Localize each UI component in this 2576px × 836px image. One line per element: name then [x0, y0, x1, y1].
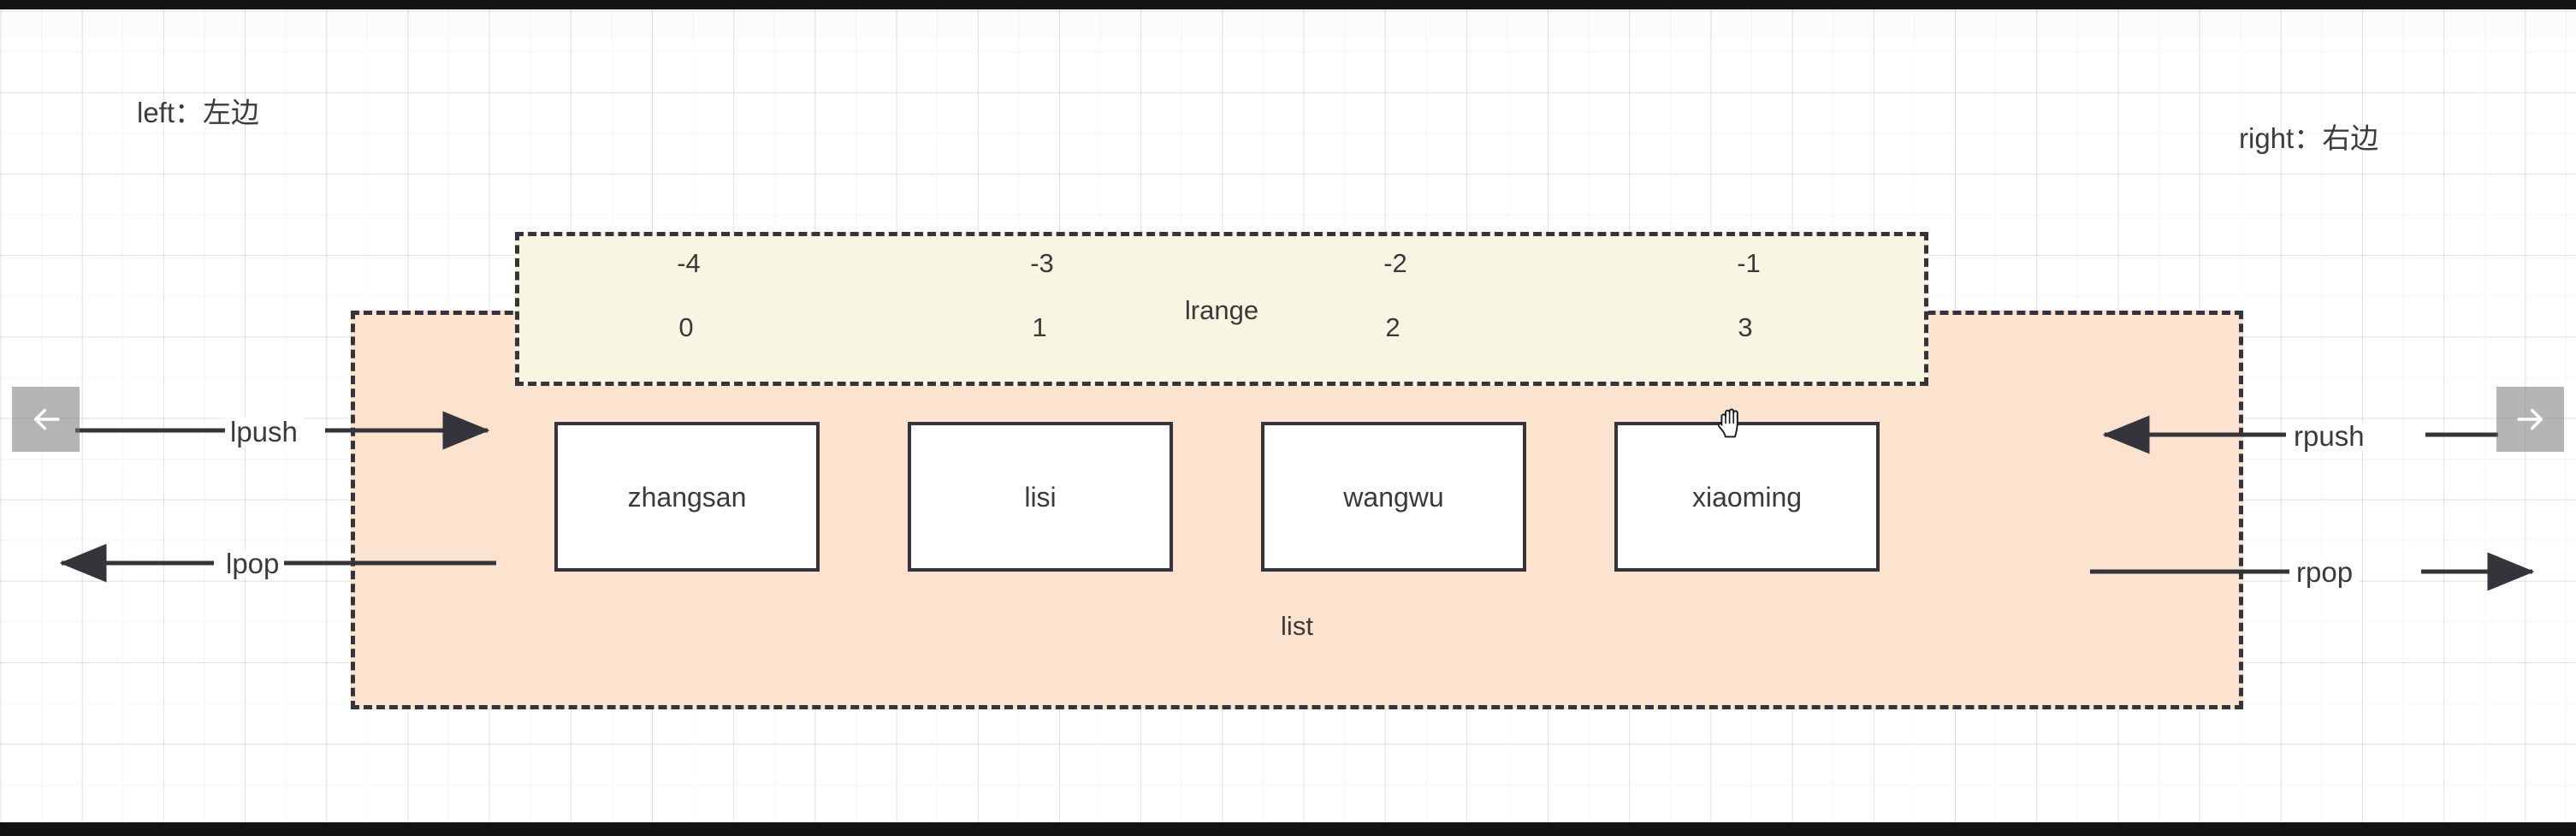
positive-index-2: 2: [1385, 312, 1401, 342]
right-side-label: right：右边: [2239, 122, 2379, 154]
arrow-right-icon: [2513, 401, 2549, 437]
bottom-chrome-bar: [0, 822, 2576, 836]
list-item-label: zhangsan: [627, 481, 747, 513]
left-side-label: left：左边: [137, 97, 260, 128]
positive-index-1: 1: [1032, 312, 1047, 342]
positive-index-0: 0: [678, 312, 694, 342]
list-item-box-zhangsan[interactable]: zhangsan: [554, 422, 820, 572]
arrow-left-icon: [28, 401, 64, 437]
list-container-caption: list: [1281, 611, 1313, 641]
next-page-button[interactable]: [2496, 387, 2564, 452]
lrange-band-box: [515, 232, 1928, 386]
list-item-label: lisi: [1024, 481, 1057, 513]
negative-index-3: -1: [1737, 248, 1761, 278]
list-item-label: xiaoming: [1691, 481, 1803, 513]
previous-page-button[interactable]: [12, 387, 80, 452]
operation-label-lpop: lpop: [221, 549, 285, 578]
list-item-box-xiaoming[interactable]: xiaoming: [1614, 422, 1880, 572]
operation-label-rpop: rpop: [2291, 558, 2359, 586]
positive-index-3: 3: [1738, 312, 1753, 342]
operation-label-lpush: lpush: [225, 418, 303, 446]
operation-label-rpush: rpush: [2289, 422, 2370, 450]
list-item-label: wangwu: [1343, 481, 1444, 513]
negative-index-1: -3: [1030, 248, 1054, 278]
top-chrome-bar: [0, 0, 2576, 9]
list-item-box-lisi[interactable]: lisi: [908, 422, 1173, 572]
negative-index-2: -2: [1383, 248, 1407, 278]
negative-index-0: -4: [677, 248, 701, 278]
list-item-box-wangwu[interactable]: wangwu: [1261, 422, 1526, 572]
